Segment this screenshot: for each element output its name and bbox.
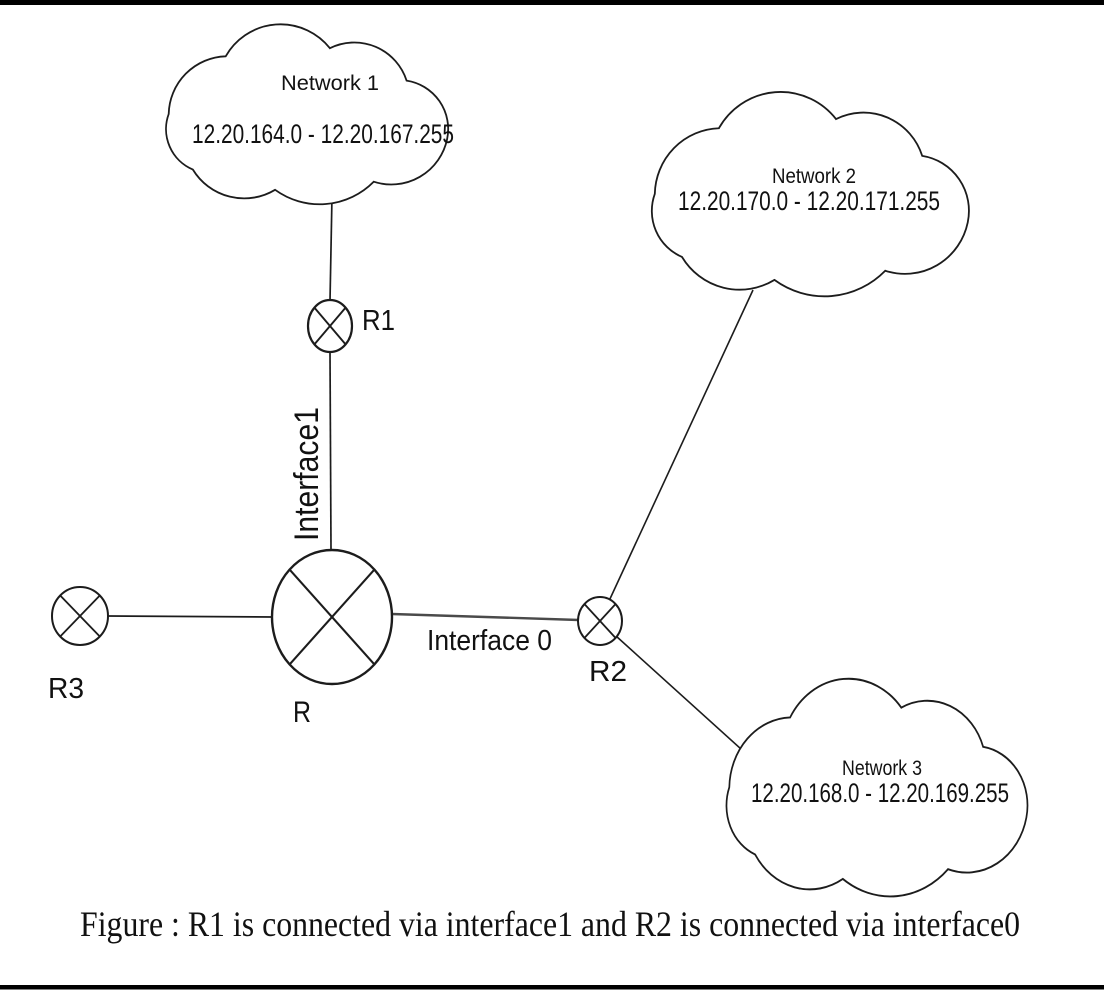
- router-r2-label: R2: [589, 656, 627, 688]
- top-border-bar: [0, 0, 1104, 5]
- network2-name-label: Network 2: [772, 165, 856, 188]
- router-r-label: R: [293, 696, 311, 729]
- link-r-r2-interface0: [391, 612, 580, 622]
- router-r1-symbol: [306, 298, 354, 354]
- network3-ip-range-label: 12.20.168.0 - 12.20.169.255: [751, 778, 1009, 808]
- router-r3-label: R3: [48, 673, 84, 705]
- link-network1-r1: [329, 195, 333, 302]
- router-r2-x-line: [583, 603, 617, 639]
- link-r3-r: [107, 615, 274, 618]
- interface1-label: Interface1: [288, 407, 326, 541]
- network2-ip-range-label: 12.20.170.0 - 12.20.171.255: [678, 186, 940, 216]
- diagram-strokes-group: [51, 23, 1029, 898]
- router-r2-symbol: [577, 596, 623, 646]
- bottom-border-rule: [0, 985, 1104, 990]
- router-r3-symbol: [51, 586, 109, 646]
- network1-ip-range-label: 12.20.164.0 - 12.20.167.255: [192, 119, 454, 149]
- network1-name-label: Network 1: [281, 72, 379, 95]
- router-r1-x-line: [313, 306, 347, 346]
- figure-caption: Figure : R1 is connected via interface1 …: [80, 904, 1020, 944]
- router-r-x-line: [288, 568, 376, 666]
- network3-name-label: Network 3: [842, 757, 922, 780]
- link-r2-network2: [608, 289, 754, 602]
- link-r1-r-interface1: [329, 351, 332, 551]
- link-r2-network3: [615, 635, 763, 769]
- router-r-symbol: [270, 548, 394, 686]
- router-r3-x-line: [59, 594, 101, 638]
- interface0-label: Interface 0: [427, 625, 552, 657]
- router-r1-label: R1: [362, 305, 395, 337]
